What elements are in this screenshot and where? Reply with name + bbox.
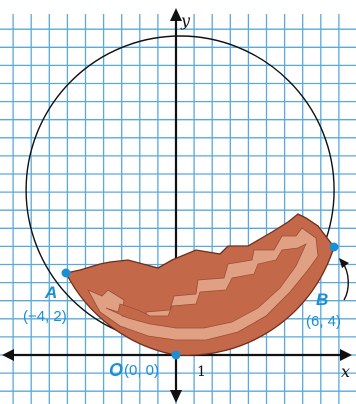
point-o-coord: (0, 0) (124, 362, 159, 379)
x-tick-label: 1 (197, 364, 206, 380)
point-b-letter: B (316, 290, 328, 309)
shape-inner-stripe (105, 243, 307, 329)
point-o (171, 350, 181, 360)
b-pointer-arrow (341, 261, 349, 301)
y-axis-label: y (180, 11, 191, 30)
point-a-letter: A (44, 283, 57, 302)
y-axis-arrow-top (170, 8, 182, 21)
x-axis-label: x (341, 362, 350, 381)
y-axis-arrow-bottom (170, 390, 182, 403)
x-axis-arrow-left (2, 349, 14, 361)
point-a-coord: (−4, 2) (23, 308, 67, 325)
x-axis-arrow-right (340, 349, 352, 361)
bacon-shape (65, 213, 335, 357)
point-b-coord: (6, 4) (306, 313, 341, 330)
point-b (329, 242, 339, 252)
b-pointer-arrowhead (339, 258, 349, 268)
point-a (61, 268, 71, 278)
point-o-letter: O (109, 360, 123, 380)
